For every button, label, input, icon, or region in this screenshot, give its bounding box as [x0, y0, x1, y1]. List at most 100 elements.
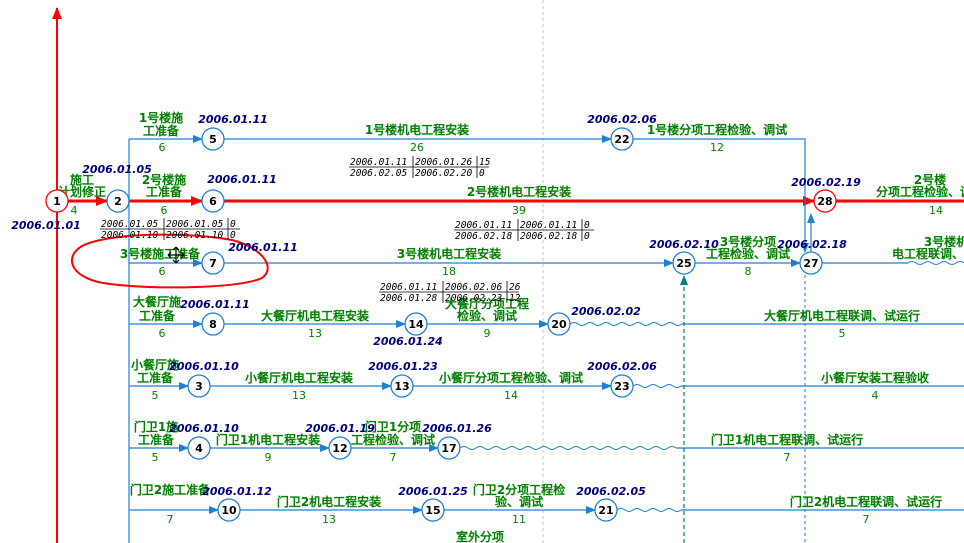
float-21	[616, 508, 682, 512]
date-d13: 2006.01.23	[368, 360, 438, 373]
annotation-circle	[71, 233, 269, 289]
timetable-cell: 2006.01.11	[455, 220, 512, 231]
activity-duration: 6	[159, 327, 166, 340]
node-7[interactable]: 7	[201, 251, 225, 275]
node-number: 12	[332, 442, 347, 455]
activity-duration: 6	[161, 204, 168, 217]
node-number: 15	[425, 504, 440, 517]
date-d1: 2006.01.01	[11, 219, 81, 232]
node-3[interactable]: 3	[187, 374, 211, 398]
node-25[interactable]: 25	[672, 251, 696, 275]
activity-label: 室外分项	[456, 529, 504, 543]
date-d7: 2006.01.11	[228, 241, 298, 254]
activity-duration: 18	[442, 265, 456, 278]
node-13[interactable]: 13	[390, 374, 414, 398]
node-6[interactable]: 6	[201, 189, 225, 213]
node-number: 3	[195, 380, 203, 393]
activity-a1420[interactable]: 大餐厅分项工程检验、调试9	[445, 296, 529, 340]
node-circle	[201, 127, 225, 151]
date-d22: 2006.02.06	[587, 113, 657, 126]
node-12[interactable]: 12	[328, 436, 352, 460]
node-5[interactable]: 5	[201, 127, 225, 151]
node-28[interactable]: 28	[813, 189, 837, 213]
date-d4: 2006.01.10	[169, 422, 239, 435]
activity-label: 1号楼分项工程检验、调试	[647, 122, 787, 137]
timetable-cell: 2006.02.18	[520, 231, 577, 242]
timetable-cell: 0	[479, 168, 485, 179]
node-1[interactable]: 1	[45, 189, 69, 213]
arrow-22-27[interactable]	[633, 138, 809, 253]
node-15[interactable]: 15	[421, 498, 445, 522]
activity-duration: 7	[863, 513, 870, 526]
node-number: 22	[614, 133, 629, 146]
activity-duration: 13	[292, 389, 306, 402]
node-2[interactable]: 2	[106, 189, 130, 213]
activity-duration: 13	[322, 513, 336, 526]
date-d5: 2006.01.11	[198, 113, 268, 126]
node-number: 13	[394, 380, 409, 393]
node-circle	[45, 189, 69, 213]
float-20	[569, 322, 683, 326]
node-23[interactable]: 23	[610, 374, 634, 398]
node-circle	[404, 312, 428, 336]
activity-duration: 6	[159, 141, 166, 154]
activity-a1217[interactable]: 门卫1分项工程检验、调试7	[351, 419, 435, 464]
timetable-cell: 2006.01.11	[520, 220, 577, 231]
timetable-cell: 0	[230, 219, 236, 230]
activity-a26[interactable]: 2号楼施工准备 6	[142, 172, 186, 217]
activity-label: 2号楼施工准备	[142, 172, 186, 199]
activity-label: 1号楼机电工程安装	[365, 122, 469, 137]
float-27	[907, 261, 964, 265]
node-10[interactable]: 10	[217, 498, 241, 522]
node-circle	[187, 436, 211, 460]
node-circle	[813, 189, 837, 213]
activity-duration: 7	[784, 451, 791, 464]
date-d21: 2006.02.05	[576, 485, 646, 498]
timetable-cell: 2006.01.10	[101, 230, 158, 241]
node-27[interactable]: 27	[799, 251, 823, 275]
node-circle	[672, 251, 696, 275]
node-8[interactable]: 8	[201, 312, 225, 336]
float-17	[459, 446, 677, 450]
activity-duration: 13	[308, 327, 322, 340]
activity-label: 1号楼施工准备	[139, 110, 183, 138]
activity-a2527[interactable]: 3号楼分项工程检验、调试8	[706, 234, 790, 278]
node-circle	[217, 498, 241, 522]
activity-abottom[interactable]: 室外分项	[456, 529, 504, 543]
node-number: 25	[676, 257, 691, 270]
timetable-cell: 2006.02.20	[415, 168, 472, 179]
node-21[interactable]: 21	[594, 498, 618, 522]
activity-a25[interactable]: 1号楼施工准备 6	[139, 110, 183, 154]
activity-label: 大餐厅机电工程联调、试运行	[764, 308, 920, 323]
node-17[interactable]: 17	[437, 436, 461, 460]
node-14[interactable]: 14	[404, 312, 428, 336]
node-20[interactable]: 20	[547, 312, 571, 336]
node-22[interactable]: 22	[610, 127, 634, 151]
node-4[interactable]: 4	[187, 436, 211, 460]
activity-a27e[interactable]: 3号楼机电工程联调、试运行	[892, 234, 964, 261]
